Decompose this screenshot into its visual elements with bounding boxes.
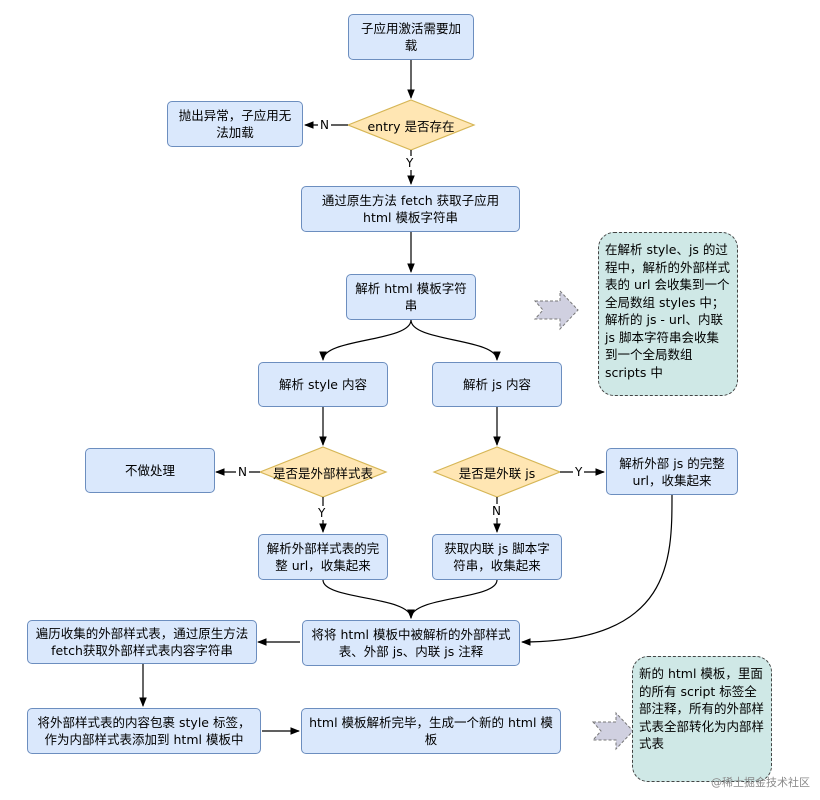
note-new-template: 新的 html 模板，里面的所有 script 标签全部注释，所有的外部样式表全…: [632, 656, 772, 782]
parse-external-js-box: 解析外部 js 的完整 url，收集起来: [606, 448, 738, 495]
edge-style-url-to-annotate: [322, 579, 415, 619]
no-process-box: 不做处理: [85, 448, 215, 493]
callout-arrow-2: [591, 711, 634, 751]
wrap-styles-box: 将外部样式表的内容包裹 style 标签，作为内部样式表添加到 html 模板中: [27, 708, 261, 754]
callout-arrow-1: [533, 289, 579, 331]
style-no-label: N: [236, 465, 249, 479]
watermark: @稀土掘金技术社区: [711, 776, 810, 789]
entry-yes-label: Y: [404, 156, 416, 170]
entry-decision-shape: [346, 99, 476, 151]
edge-parse-to-js: [410, 319, 501, 361]
fetch-styles-box: 遍历收集的外部样式表，通过原生方法 fetch获取外部样式表内容字符串: [27, 620, 257, 664]
entry-decision-label: entry 是否存在: [367, 118, 455, 134]
edge-external-js-to-annotate: [521, 494, 673, 646]
external-style-decision-shape: [258, 446, 388, 498]
throw-error-box: 抛出异常，子应用无法加载: [167, 101, 303, 147]
parse-external-style-box: 解析外部样式表的完整 url，收集起来: [258, 534, 388, 580]
external-style-decision-label: 是否是外部样式表: [272, 465, 373, 481]
parse-style-box: 解析 style 内容: [258, 362, 388, 407]
js-no-label: N: [490, 504, 503, 518]
style-yes-label: Y: [316, 506, 328, 520]
note-global-collect: 在解析 style、js 的过程中，解析的外部样式表的 url 会收集到一个全局…: [598, 232, 738, 396]
start-box: 子应用激活需要加载: [348, 14, 474, 60]
parse-js-box: 解析 js 内容: [432, 362, 562, 407]
entry-no-label: N: [318, 118, 331, 132]
js-yes-label: Y: [573, 465, 585, 479]
fetch-html-box: 通过原生方法 fetch 获取子应用 html 模板字符串: [301, 186, 520, 232]
done-box: html 模板解析完毕，生成一个新的 html 模板: [301, 708, 561, 754]
external-js-decision-label: 是否是外联 js: [458, 465, 536, 481]
edge-inline-js-to-annotate: [407, 579, 498, 619]
get-inline-js-box: 获取内联 js 脚本字符串，收集起来: [432, 534, 562, 580]
parse-html-box: 解析 html 模板字符串: [346, 274, 476, 320]
edge-parse-to-style: [319, 319, 412, 361]
annotate-box: 将将 html 模板中被解析的外部样式表、外部 js、内联 js 注释: [302, 620, 520, 666]
